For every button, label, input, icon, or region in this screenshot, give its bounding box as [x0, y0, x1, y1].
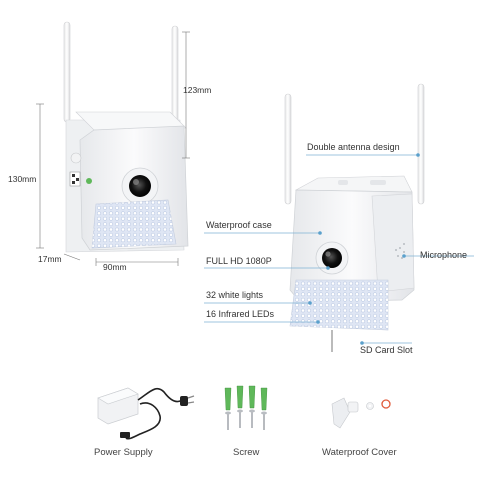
right-antenna-1	[284, 93, 292, 205]
callout-microphone: Microphone	[420, 250, 468, 260]
callout-resolution: FULL HD 1080P	[206, 256, 272, 266]
depth-label: 17mm	[38, 254, 62, 264]
right-side-panel	[371, 193, 415, 293]
waterproof-cover-caption: Waterproof Cover	[322, 447, 397, 458]
waterproof-cover-image	[331, 397, 391, 429]
right-camera	[284, 83, 425, 352]
height-antenna-label: 123mm	[183, 85, 212, 95]
left-lens	[129, 175, 151, 197]
callout-infrared: 16 Infrared LEDs	[206, 309, 275, 319]
left-antenna-1	[63, 21, 71, 123]
screws-image	[224, 385, 268, 430]
width-label: 90mm	[103, 262, 127, 272]
callout-lines	[204, 153, 474, 345]
right-lens	[322, 248, 342, 268]
dimension-lines	[36, 31, 190, 266]
right-antenna-2	[417, 83, 425, 205]
callout-antenna: Double antenna design	[307, 142, 400, 152]
screw-caption: Screw	[233, 447, 260, 458]
left-camera	[63, 21, 189, 253]
callout-case: Waterproof case	[206, 220, 272, 230]
right-hood	[294, 175, 413, 193]
status-led	[86, 178, 92, 184]
qr-code	[69, 171, 81, 187]
callout-sd-slot: SD Card Slot	[360, 345, 413, 355]
power-supply-image	[97, 387, 195, 440]
mic-holes	[395, 243, 405, 259]
left-knob	[70, 152, 82, 164]
power-supply-caption: Power Supply	[94, 447, 153, 458]
height-body-label: 130mm	[8, 174, 37, 184]
callout-white-lights: 32 white lights	[206, 290, 264, 300]
